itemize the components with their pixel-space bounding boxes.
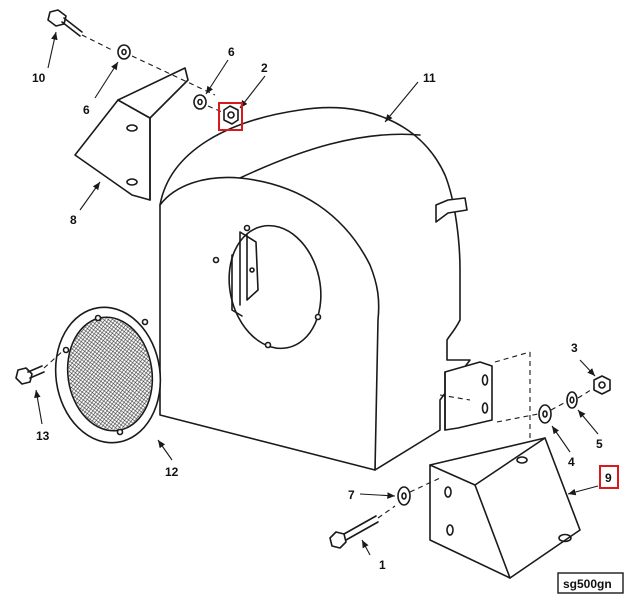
callout-2: 2 — [261, 61, 268, 75]
bolt-13 — [15, 365, 45, 385]
nut-2 — [223, 105, 239, 125]
blower-housing — [159, 106, 493, 471]
highlight-box-2 — [218, 102, 243, 131]
bolt-1 — [329, 515, 379, 549]
callout-6b: 6 — [228, 45, 235, 59]
washer-4 — [538, 404, 552, 424]
callout-13: 13 — [36, 429, 50, 443]
washer-6a — [117, 44, 131, 60]
bolt-10 — [47, 9, 83, 37]
figure-tag-box — [557, 572, 624, 594]
lockwasher-5 — [566, 391, 578, 409]
callout-11: 11 — [423, 71, 436, 85]
inlet-screen — [54, 306, 162, 444]
callout-9: 9 — [605, 471, 612, 485]
callout-8: 8 — [70, 213, 77, 227]
washer-7 — [397, 486, 411, 506]
callout-3: 3 — [571, 341, 578, 355]
callout-7: 7 — [348, 488, 355, 502]
callout-10: 10 — [32, 71, 46, 85]
washer-6b — [193, 94, 207, 110]
figure-tag: sg500gn — [563, 577, 612, 591]
bracket-9 — [429, 437, 581, 579]
nut-3 — [593, 375, 611, 395]
highlight-box-9 — [599, 465, 619, 489]
callout-1: 1 — [379, 558, 386, 572]
callout-5: 5 — [596, 437, 603, 451]
callout-4: 4 — [568, 455, 575, 469]
bracket-8 — [74, 67, 189, 201]
callout-6a: 6 — [83, 103, 90, 117]
callout-12: 12 — [165, 465, 179, 479]
